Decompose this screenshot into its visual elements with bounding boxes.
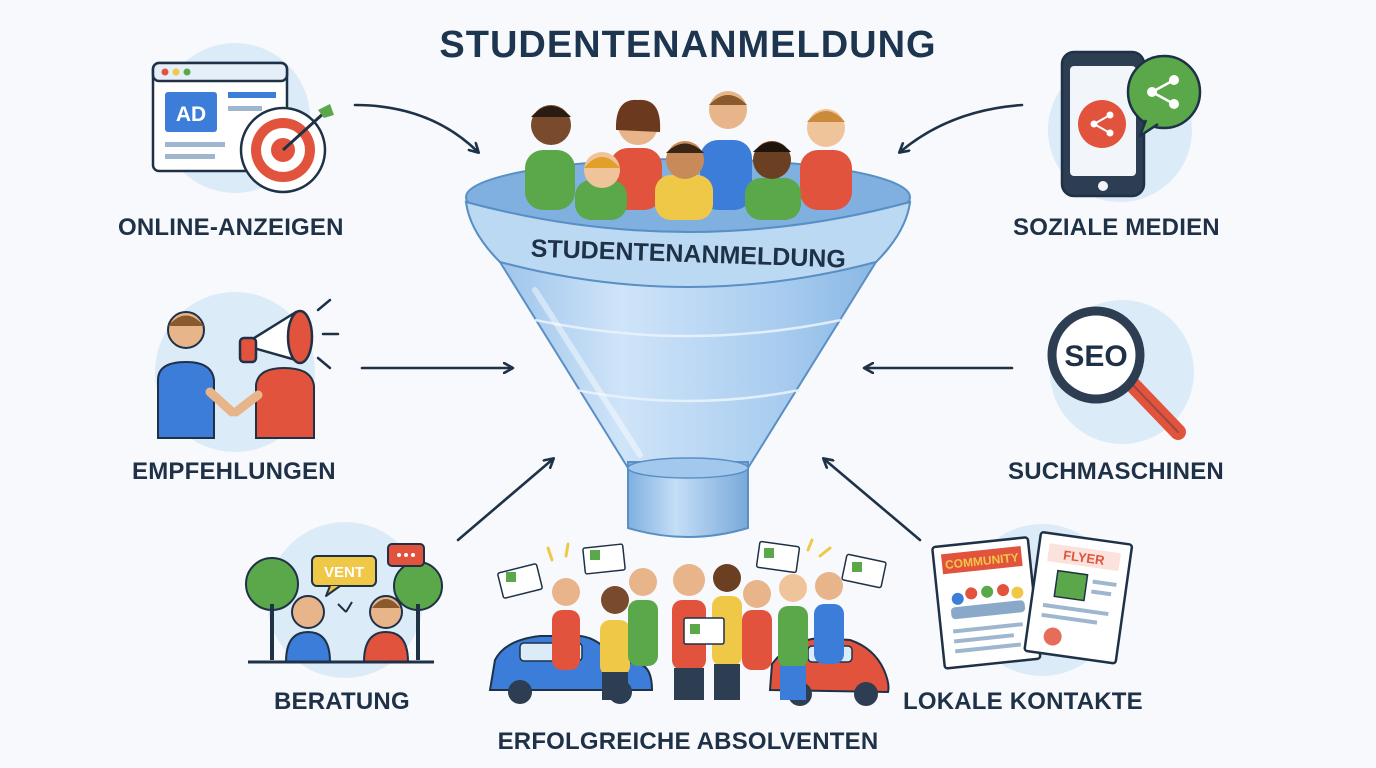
vent-bubble: VENT — [324, 564, 364, 581]
ad-badge: AD — [176, 103, 206, 126]
phone-share-icon — [1048, 52, 1200, 202]
conversation-trees-icon: VENT — [246, 522, 442, 678]
arrow-counseling — [458, 459, 553, 540]
arrow-social-media — [900, 105, 1022, 152]
label-graduates: ERFOLGREICHE ABSOLVENTEN — [0, 728, 1376, 756]
celebrating-graduates-icon — [490, 540, 889, 706]
arrow-local-contacts — [824, 459, 920, 540]
label-referrals: EMPFEHLUNGEN — [132, 458, 336, 486]
label-counseling: BERATUNG — [274, 688, 410, 716]
label-local-contacts: LOKALE KONTAKTE — [903, 688, 1143, 716]
funnel: STUDENTENANMELDUNG — [466, 91, 910, 537]
arrow-online-ads — [355, 105, 478, 152]
seo-badge: SEO — [1064, 340, 1127, 373]
magnifier-seo-icon: SEO — [1050, 300, 1194, 444]
label-online-ads: ONLINE-ANZEIGEN — [118, 214, 344, 242]
label-social-media: SOZIALE MEDIEN — [1013, 214, 1220, 242]
community-flyers-icon: COMMUNITY FLYER — [932, 524, 1132, 676]
page-title: STUDENTENANMELDUNG — [0, 24, 1376, 67]
megaphone-handshake-icon — [155, 292, 338, 452]
label-search-engines: SUCHMASCHINEN — [1008, 458, 1224, 486]
